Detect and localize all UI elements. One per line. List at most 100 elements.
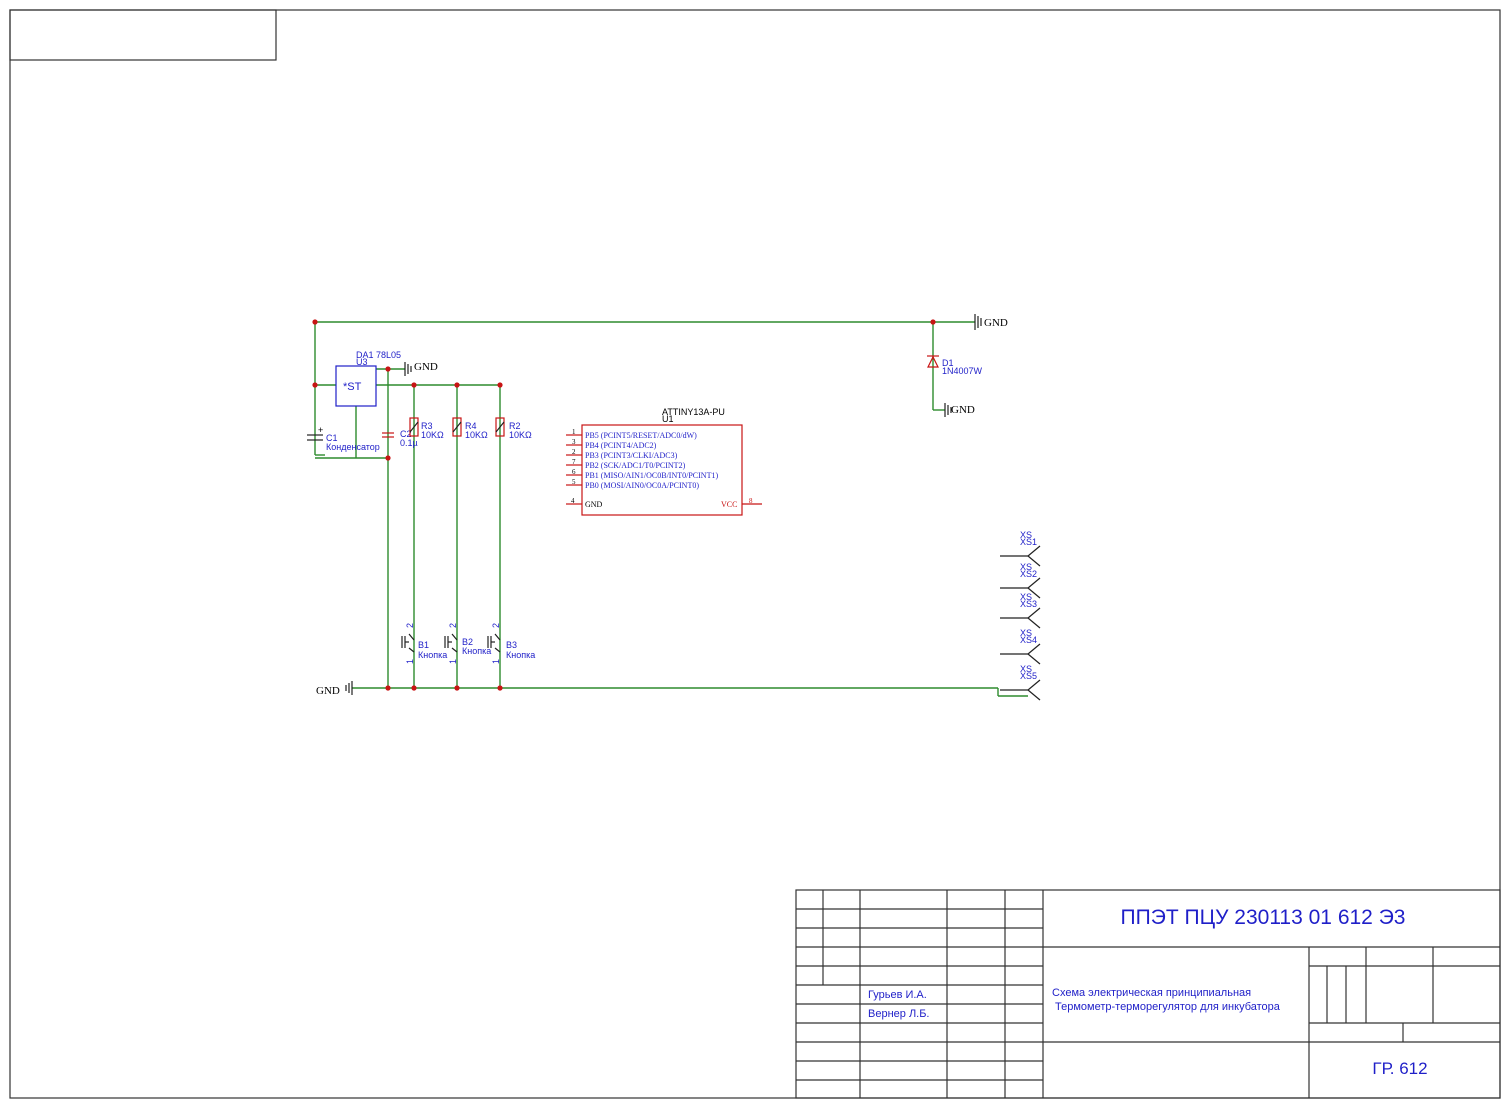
d1-value: 1N4007W [942,366,983,376]
b1-ref: B1 [418,640,429,650]
mcu-pin-number: 3 [572,438,576,446]
resistor-r2[interactable]: R2 10KΩ [495,417,532,440]
c2-ref: C2 [400,429,412,439]
mcu-pin: 2 PB3 (PCINT3/CLKI/ADC3) [566,448,678,460]
b3-value: Кнопка [506,650,535,660]
title-line-1: Схема электрическая принципиальная [1052,987,1251,999]
mcu-vcc-pin-label: VCC [721,500,737,509]
connector-ref: XS4 [1020,635,1037,645]
b2-pin2: 2 [448,623,458,628]
b3-pin1: 1 [491,659,501,664]
b1-value: Кнопка [418,650,447,660]
resistor-r3[interactable]: R3 10KΩ [409,417,444,440]
resistor-r4[interactable]: R4 10KΩ [452,417,488,440]
capacitor-c1[interactable]: + C1 Конденсатор [307,425,380,452]
b3-ref: B3 [506,640,517,650]
r3-value: 10KΩ [421,430,444,440]
r4-ref: R4 [465,421,477,431]
gnd-label-regulator: GND [414,361,438,373]
mcu-pin-number: 5 [572,478,576,486]
mcu-pin-label: PB0 (MOSI/AIN0/OC0A/PCINT0) [585,481,699,490]
connector-type: XS [1020,530,1032,540]
title-line-2: Термометр-терморегулятор для инкубатора [1055,1001,1281,1013]
mcu-pin-number: 6 [572,468,576,476]
sheet-frame [9,9,1501,1099]
gnd-symbol-diode: GND [944,403,975,417]
button-b2[interactable]: 2 1 B2 Кнопка [444,623,491,664]
diode-d1[interactable]: D1 1N4007W [927,355,983,376]
c1-ref: C1 [326,433,338,443]
connector-ref: XS2 [1020,569,1037,579]
mcu-gnd-pin-label: GND [585,500,603,509]
b3-pin2: 2 [491,623,501,628]
regulator-ref: DA1 78L05 [356,350,401,360]
mcu-u1[interactable]: ATTINY13A-PU U1 1 PB5 (PCINT5/RESET/ADC0/… [566,407,762,516]
title-block: ППЭТ ПЦУ 230113 01 612 Э3 Схема электрич… [795,889,1501,1099]
mcu-ref: U1 [662,414,674,424]
d1-ref: D1 [942,358,954,368]
mcu-pin: 7 PB2 (SCK/ADC1/T0/PCINT2) [566,458,686,470]
b1-pin2: 2 [405,623,415,628]
regulator-u3[interactable]: DA1 78L05 U3 *ST [335,350,401,407]
gnd-symbol-left: GND [316,681,353,697]
mcu-pin-label: PB1 (MISO/AIN1/OC0B/INT0/PCINT1) [585,471,718,480]
r2-value: 10KΩ [509,430,532,440]
mcu-pin-label: PB3 (PCINT3/CLKI/ADC3) [585,451,678,460]
wires [314,321,998,689]
mcu-pin-list: 1 PB5 (PCINT5/RESET/ADC0/dW) 3 PB4 (PCINT4/… [566,428,718,490]
c1-plus: + [318,425,323,435]
regulator-body-label: *ST [343,381,362,393]
r3-ref: R3 [421,421,433,431]
checker-name: Вернер Л.Б. [868,1008,930,1020]
mcu-pin-number: 7 [572,458,576,466]
mcu-gnd-pin-num: 4 [571,497,575,505]
gnd-symbol-top-right: GND [974,314,1008,330]
regulator-sub: U3 [356,357,368,367]
group-label: ГР. 612 [1372,1059,1427,1078]
capacitor-c2[interactable]: C2 0.1µ [382,429,418,448]
mcu-pin-number: 1 [572,428,576,436]
c2-value: 0.1µ [400,438,418,448]
b2-pin1: 1 [448,659,458,664]
button-b3[interactable]: 2 1 B3 Кнопка [487,623,535,664]
junctions [312,319,936,691]
b2-value: Кнопка [462,646,491,656]
b2-ref: B2 [462,637,473,647]
mcu-vcc-pin-num: 8 [749,497,753,505]
connector-type: XS [1020,562,1032,572]
connector-ref: XS3 [1020,599,1037,609]
mcu-pin-label: PB5 (PCINT5/RESET/ADC0/dW) [585,431,697,440]
gnd-label-left: GND [316,685,340,697]
connector-ref: XS1 [1020,537,1037,547]
mcu-pin-number: 2 [572,448,576,456]
developer-name: Гурьев И.А. [868,989,927,1001]
connector-type: XS [1020,592,1032,602]
button-b1[interactable]: 2 1 B1 Кнопка [401,623,447,664]
mcu-name: ATTINY13A-PU [662,407,725,417]
gnd-label-top-right: GND [984,317,1008,329]
mcu-pin: 1 PB5 (PCINT5/RESET/ADC0/dW) [566,428,697,440]
b1-pin1: 1 [405,659,415,664]
mcu-pin-label: PB2 (SCK/ADC1/T0/PCINT2) [585,461,686,470]
mcu-pin-label: PB4 (PCINT4/ADC2) [585,441,657,450]
connector-type: XS [1020,664,1032,674]
gnd-symbol-regulator: GND [404,361,438,376]
mcu-pin: 6 PB1 (MISO/AIN1/OC0B/INT0/PCINT1) [566,468,718,480]
c1-value: Конденсатор [326,442,380,452]
r4-value: 10KΩ [465,430,488,440]
r2-ref: R2 [509,421,521,431]
connector-ref: XS5 [1020,671,1037,681]
corner-stamp-box [9,9,277,61]
gnd-label-diode: GND [951,404,975,416]
connector-type: XS [1020,628,1032,638]
mcu-pin: 5 PB0 (MOSI/AIN0/OC0A/PCINT0) [566,478,699,490]
mcu-pin: 3 PB4 (PCINT4/ADC2) [566,438,657,450]
doc-code: ППЭТ ПЦУ 230113 01 612 Э3 [1121,906,1406,929]
